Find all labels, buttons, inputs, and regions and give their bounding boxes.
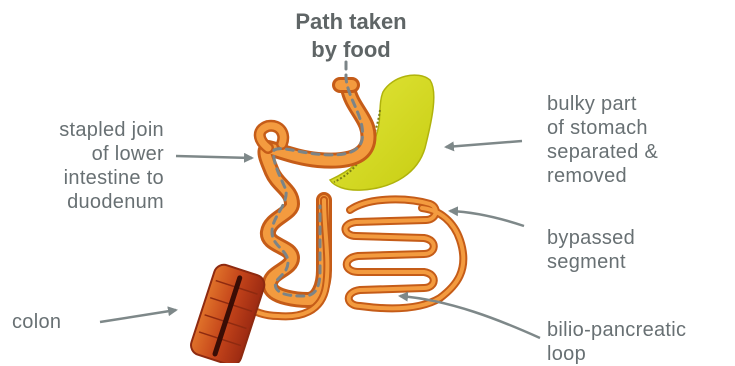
arrow-colon bbox=[100, 310, 176, 322]
colon-shape bbox=[188, 262, 267, 363]
arrow-stomach-removed bbox=[446, 141, 522, 147]
arrow-stapled-join bbox=[176, 156, 252, 158]
arrow-bypassed-segment bbox=[450, 211, 524, 226]
